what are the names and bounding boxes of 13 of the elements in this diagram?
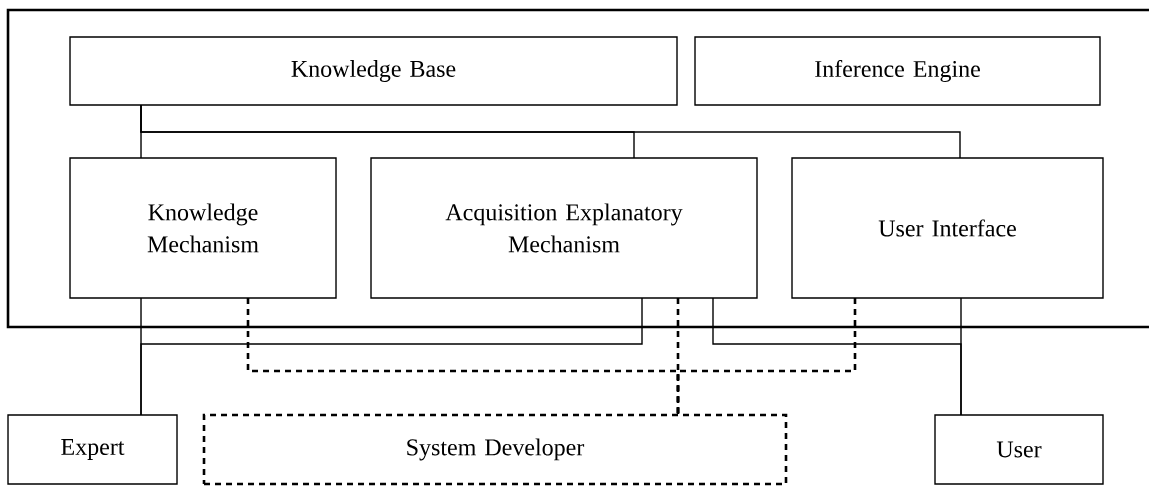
actor-box: User: [934, 414, 1104, 485]
connector-line: [140, 297, 643, 416]
actor-box: System Developer: [202, 413, 788, 486]
actor-box: Expert: [7, 414, 178, 485]
connector-line: [960, 297, 962, 416]
component-box: Inference Engine: [694, 36, 1101, 106]
connector-line: [140, 104, 961, 159]
component-box: Knowledge Base: [69, 36, 678, 106]
dashed-connector: [676, 298, 680, 415]
component-box: User Interface: [791, 157, 1104, 299]
dashed-connector: [676, 298, 857, 415]
component-box: Acquisition Explanatory Mechanism: [370, 157, 758, 299]
component-box: Knowledge Mechanism: [69, 157, 337, 299]
